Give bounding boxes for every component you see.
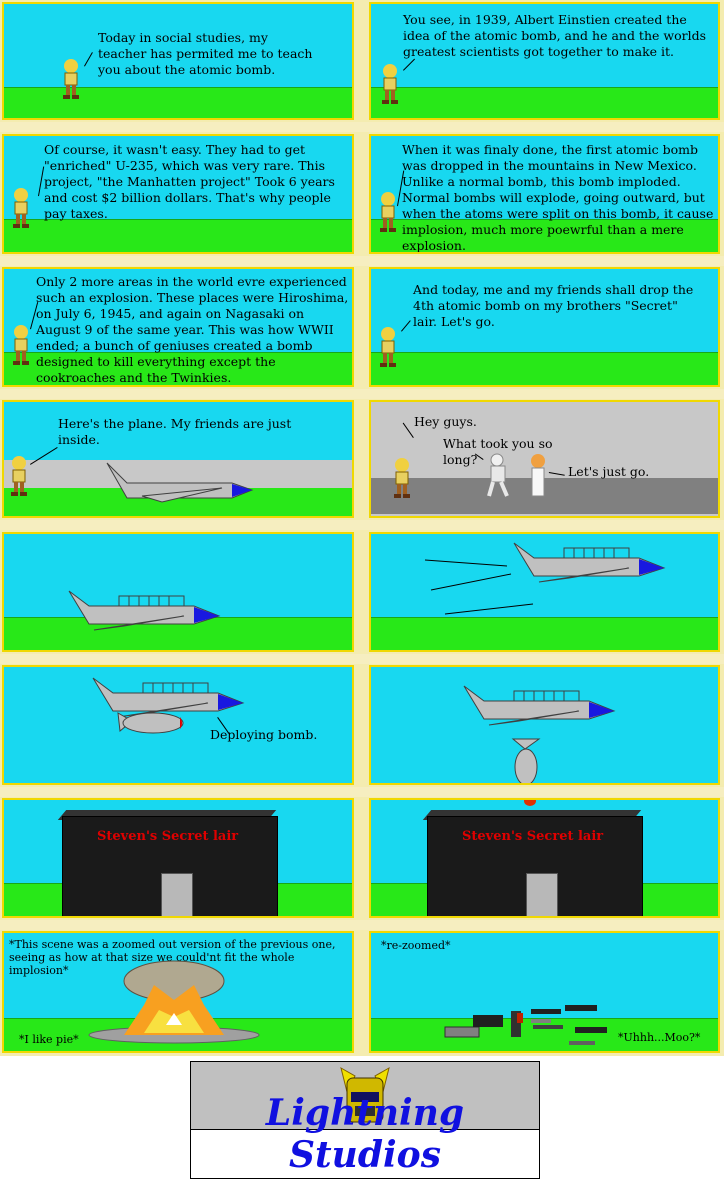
speed-lines — [424, 559, 534, 615]
panel-7: Here's the plane. My friends are just in… — [2, 400, 354, 518]
lightning-helmet-icon — [340, 1066, 390, 1123]
grass — [4, 87, 352, 118]
panel-2-text: You see, in 1939, Albert Einstien create… — [403, 12, 706, 59]
airplane-icon — [463, 685, 616, 726]
grass — [371, 219, 718, 252]
airplane-icon — [68, 590, 221, 631]
girl-character-icon — [377, 192, 399, 232]
panel-8: Hey guys. What took you so long? Let's j… — [369, 400, 720, 518]
comic-strip: Today in social studies, my teacher has … — [0, 0, 724, 1056]
girl-character-icon — [391, 458, 413, 498]
panel-9 — [2, 532, 354, 652]
panel-14-text: Steven's Secret lair — [462, 829, 604, 844]
girl-character-icon — [10, 325, 32, 365]
grass — [371, 352, 718, 385]
panel-8-text-b: What took you so long? — [443, 436, 553, 467]
airplane-with-bomb-icon — [92, 677, 245, 734]
panel-6: And today, me and my friends shall drop … — [369, 267, 720, 387]
separator — [0, 920, 724, 930]
panel-1: Today in social studies, my teacher has … — [2, 2, 354, 120]
panel-6-text: And today, me and my friends shall drop … — [413, 282, 694, 329]
studio-logo: Lightning Studios — [190, 1061, 540, 1179]
panel-1-text: Today in social studies, my teacher has … — [98, 30, 313, 77]
panel-3: Of course, it wasn't easy. They had to g… — [2, 134, 354, 254]
panel-15-text-a: *This scene was a zoomed out version of … — [9, 938, 336, 977]
door-icon — [161, 873, 193, 916]
panel-11-text: Deploying bomb. — [210, 727, 318, 742]
girl-character-icon — [8, 456, 30, 496]
panel-16-text-a: *re-zoomed* — [381, 939, 451, 952]
panel-4: When it was finaly done, the first atomi… — [369, 134, 720, 254]
debris-icon — [444, 1005, 607, 1045]
girl-character-icon — [377, 327, 399, 367]
girl-character-icon — [379, 64, 401, 104]
panel-14: Steven's Secret lair — [369, 798, 720, 918]
panel-5: Only 2 more areas in the world evre expe… — [2, 267, 354, 387]
panel-2: You see, in 1939, Albert Einstien create… — [369, 2, 720, 120]
separator — [0, 389, 724, 399]
panel-10 — [369, 532, 720, 652]
panel-16-text-b: *Uhhh...Moo?* — [618, 1031, 701, 1044]
panel-5-text: Only 2 more areas in the world evre expe… — [36, 274, 349, 385]
explosion-icon — [88, 960, 260, 1044]
door-icon — [526, 873, 558, 916]
panel-7-text: Here's the plane. My friends are just in… — [58, 416, 292, 447]
airplane-icon — [106, 462, 254, 503]
separator — [0, 787, 724, 797]
blonde-girl-character-icon — [531, 454, 545, 497]
falling-bomb-tip-icon — [524, 800, 536, 806]
logo-banner: Lightning Studios — [191, 1092, 539, 1178]
grass — [371, 1018, 718, 1051]
panel-8-text-c: Let's just go. — [568, 464, 650, 479]
skeleton-character-icon — [487, 453, 509, 497]
separator — [0, 654, 724, 664]
panel-8-text-a: Hey guys. — [414, 414, 477, 429]
grass — [371, 87, 718, 118]
separator — [0, 122, 724, 132]
panel-3-text: Of course, it wasn't easy. They had to g… — [44, 142, 335, 221]
secret-lair-building: Steven's Secret lair — [62, 816, 278, 916]
separator — [0, 520, 724, 530]
grass — [371, 617, 718, 650]
studio-name: Lightning Studios — [265, 1092, 465, 1176]
panel-11: Deploying bomb. — [2, 665, 354, 785]
grass — [4, 352, 352, 385]
grass — [4, 219, 352, 252]
panel-15: *This scene was a zoomed out version of … — [2, 931, 354, 1053]
falling-bomb-icon — [511, 738, 541, 783]
airplane-icon — [513, 542, 666, 583]
panel-13: Steven's Secret lair — [2, 798, 354, 918]
girl-character-icon — [60, 59, 82, 99]
panel-15-text-b: *I like pie* — [19, 1033, 79, 1046]
panel-16: *re-zoomed* *Uhhh...Moo?* — [369, 931, 720, 1053]
separator — [0, 256, 724, 266]
panel-12 — [369, 665, 720, 785]
girl-character-icon — [10, 188, 32, 228]
secret-lair-building: Steven's Secret lair — [427, 816, 643, 916]
panel-13-text: Steven's Secret lair — [97, 829, 239, 844]
panel-4-text: When it was finaly done, the first atomi… — [402, 142, 714, 253]
